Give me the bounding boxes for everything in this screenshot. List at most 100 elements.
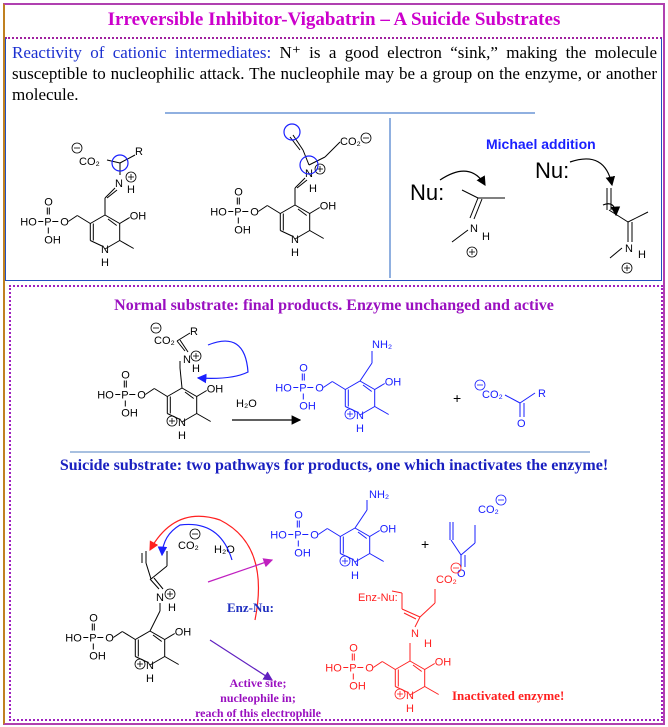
bond	[184, 391, 194, 399]
suicide-substrate-heading: Suicide substrate: two pathways for prod…	[59, 457, 609, 474]
hydroxyl-label: HO	[325, 663, 342, 675]
positive-charge-icon	[190, 350, 202, 362]
positive-charge-icon	[344, 408, 356, 420]
bond	[424, 686, 439, 695]
plus-sign: +	[453, 390, 461, 406]
positive-charge-icon	[164, 588, 176, 600]
oxygen-label: O	[517, 418, 526, 430]
bond	[179, 339, 189, 353]
phosphorus-label: P	[294, 530, 301, 542]
nitrogen-label: N	[146, 660, 154, 672]
hydroxyl-label: OH	[44, 235, 61, 247]
bond	[409, 686, 425, 696]
hydroxyl-label: OH	[207, 384, 224, 396]
bond	[294, 204, 310, 214]
pathway-arrow	[209, 639, 274, 681]
positive-charge-icon	[134, 658, 146, 670]
nitrogen-label: N	[178, 417, 186, 429]
bond	[519, 392, 536, 404]
hydroxyl-label: OH	[320, 201, 337, 213]
hydroxyl-label: HO	[65, 633, 82, 645]
hydrogen-label: H	[356, 423, 364, 435]
r-group-label: R	[538, 388, 546, 400]
nitrogen-label: N	[183, 354, 191, 366]
bond	[359, 406, 375, 416]
curved-arrow	[602, 203, 621, 217]
bond	[318, 528, 328, 535]
hydroxyl-label: HO	[20, 217, 37, 229]
bond	[460, 542, 476, 556]
nucleophile-label: Nu:	[535, 158, 569, 183]
hydroxyl-label: OH	[435, 657, 452, 669]
nucleophile-label: Nu:	[410, 180, 444, 205]
bond	[104, 187, 116, 199]
oxygen-label: O	[89, 613, 98, 625]
positive-charge-icon	[394, 688, 406, 700]
bond	[149, 610, 161, 632]
bond	[104, 214, 120, 224]
oxygen-label: O	[44, 197, 53, 209]
negative-charge-icon	[189, 528, 201, 540]
bond	[609, 247, 623, 259]
bond	[473, 198, 483, 220]
slide-title: Irreversible Inhibitor-Vigabatrin – A Su…	[107, 9, 561, 30]
bond	[149, 656, 165, 666]
hydroxyl-label: HO	[275, 383, 292, 395]
bond	[149, 630, 165, 640]
electron-arrow	[157, 523, 233, 561]
r-group-label: R	[190, 326, 198, 338]
bond	[149, 578, 160, 590]
bond	[374, 383, 385, 390]
bond	[369, 530, 380, 537]
hydrogen-label: H	[309, 183, 317, 195]
hydrogen-label: H	[146, 673, 154, 685]
oxygen-label: O	[137, 390, 146, 402]
bond	[374, 406, 389, 415]
bond	[369, 553, 384, 562]
hydrogen-label: H	[406, 703, 414, 715]
bond	[135, 630, 151, 640]
bond	[113, 631, 123, 638]
positive-charge-icon	[621, 262, 633, 274]
bond	[332, 381, 346, 390]
bond	[340, 527, 356, 537]
bond	[357, 531, 367, 539]
nitrogen-label: N	[411, 628, 419, 640]
bond	[354, 553, 370, 563]
bond	[297, 208, 307, 216]
bond	[164, 633, 175, 640]
hydrogen-label: H	[101, 257, 109, 269]
bond	[68, 215, 78, 222]
bond	[280, 204, 296, 214]
electron-arrow	[196, 340, 249, 384]
nitrogen-label: N	[156, 592, 164, 604]
hydrogen-label: H	[638, 249, 646, 261]
oxygen-label: O	[310, 530, 319, 542]
carboxylate-label: CO₂	[340, 136, 361, 148]
bond	[181, 413, 197, 423]
nitrogen-label: N	[406, 690, 414, 702]
bond	[296, 179, 308, 189]
nitrogen-label: N	[291, 234, 299, 246]
hydroxyl-label: HO	[210, 207, 227, 219]
hydroxyl-label: HO	[97, 390, 114, 402]
bond	[373, 661, 383, 668]
bond	[119, 217, 130, 224]
bond	[327, 528, 341, 537]
bond	[461, 189, 479, 199]
bond	[145, 388, 155, 395]
active-site-note: reach of this electrophile	[195, 706, 322, 720]
bond	[176, 340, 186, 352]
hydroxyl-label: OH	[234, 225, 251, 237]
phosphorus-label: P	[234, 207, 241, 219]
inactivated-enzyme-label: Inactivated enzyme!	[452, 688, 564, 703]
positive-charge-icon	[466, 246, 478, 258]
negative-charge-icon	[150, 322, 162, 334]
bond	[267, 205, 281, 214]
hydroxyl-label: OH	[385, 377, 402, 389]
bond	[107, 218, 117, 226]
oxygen-label: O	[250, 207, 259, 219]
hydroxyl-label: OH	[380, 524, 397, 536]
nitrogen-label: N	[351, 557, 359, 569]
enzyme-nucleophile-label: Enz-Nu:	[358, 592, 398, 604]
